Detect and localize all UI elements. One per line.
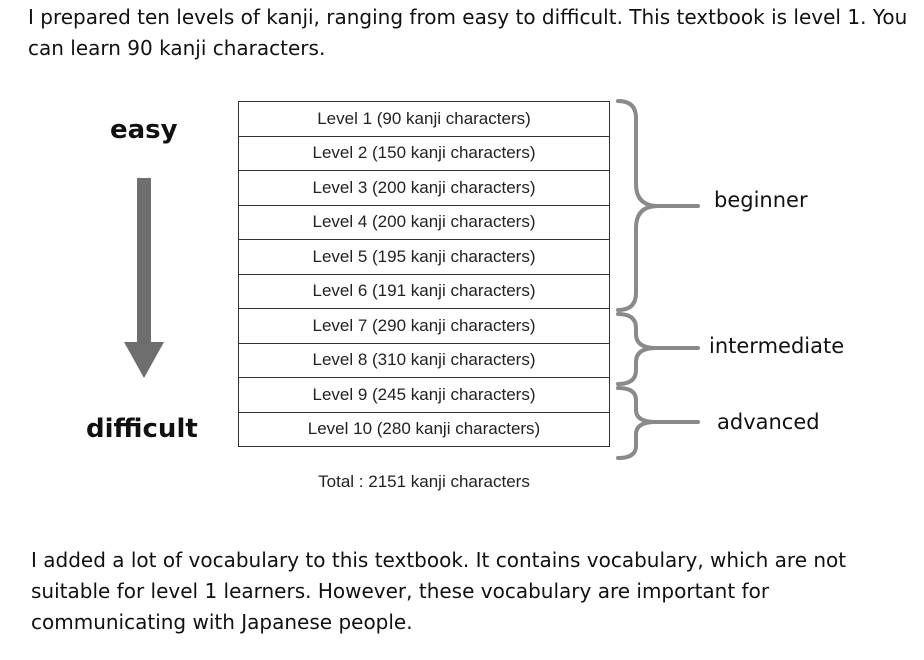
table-row: Level 6 (191 kanji characters) bbox=[238, 273, 610, 309]
beginner-label: beginner bbox=[714, 188, 808, 212]
table-row: Level 7 (290 kanji characters) bbox=[238, 308, 610, 344]
levels-table: Level 1 (90 kanji characters) Level 2 (1… bbox=[238, 101, 610, 447]
level-cell: Level 8 (310 kanji characters) bbox=[238, 342, 610, 378]
advanced-brace-icon bbox=[616, 386, 700, 460]
level-cell: Level 10 (280 kanji characters) bbox=[238, 411, 610, 447]
table-row: Level 9 (245 kanji characters) bbox=[238, 377, 610, 413]
table-row: Level 2 (150 kanji characters) bbox=[238, 135, 610, 171]
beginner-brace-icon bbox=[616, 99, 700, 312]
table-row: Level 1 (90 kanji characters) bbox=[238, 101, 610, 137]
table-row: Level 8 (310 kanji characters) bbox=[238, 342, 610, 378]
level-cell: Level 7 (290 kanji characters) bbox=[238, 308, 610, 344]
table-row: Level 10 (280 kanji characters) bbox=[238, 411, 610, 447]
level-cell: Level 6 (191 kanji characters) bbox=[238, 273, 610, 309]
table-row: Level 3 (200 kanji characters) bbox=[238, 170, 610, 206]
difficult-label: difficult bbox=[86, 414, 198, 444]
level-cell: Level 9 (245 kanji characters) bbox=[238, 377, 610, 413]
intro-paragraph: I prepared ten levels of kanji, ranging … bbox=[28, 5, 908, 60]
level-cell: Level 2 (150 kanji characters) bbox=[238, 135, 610, 171]
table-row: Level 5 (195 kanji characters) bbox=[238, 239, 610, 275]
down-arrow-icon bbox=[124, 178, 164, 378]
easy-label: easy bbox=[110, 115, 178, 145]
total-label: Total : 2151 kanji characters bbox=[318, 472, 530, 491]
level-cell: Level 1 (90 kanji characters) bbox=[238, 101, 610, 137]
intermediate-brace-icon bbox=[616, 312, 700, 386]
braces-group bbox=[616, 99, 700, 460]
advanced-label: advanced bbox=[717, 410, 820, 434]
outro-paragraph: I added a lot of vocabulary to this text… bbox=[31, 548, 847, 634]
table-row: Level 4 (200 kanji characters) bbox=[238, 204, 610, 240]
level-cell: Level 3 (200 kanji characters) bbox=[238, 170, 610, 206]
level-cell: Level 5 (195 kanji characters) bbox=[238, 239, 610, 275]
intermediate-label: intermediate bbox=[709, 334, 845, 358]
level-cell: Level 4 (200 kanji characters) bbox=[238, 204, 610, 240]
